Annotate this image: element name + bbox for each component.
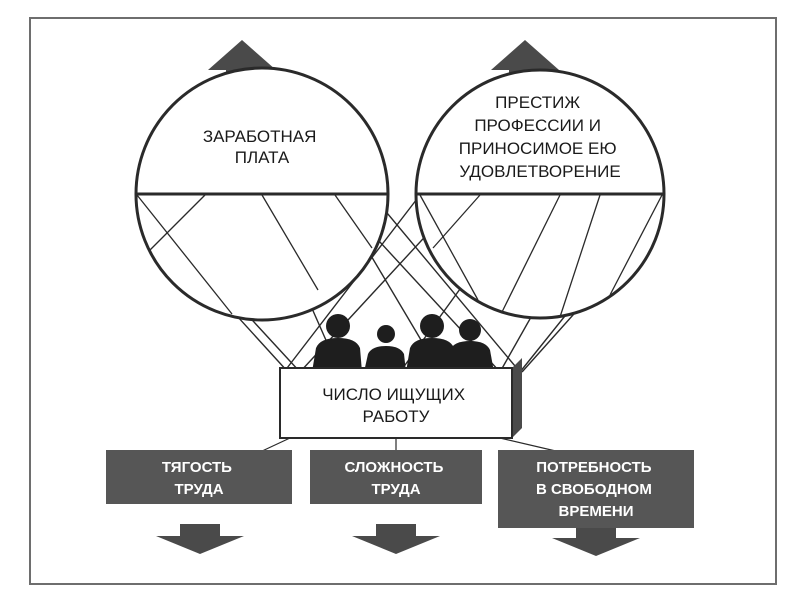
balloon-salary-label: ЗАРАБОТНАЯ ПЛАТА <box>203 127 321 167</box>
weight-free-time-label-line: ПОТРЕБНОСТЬ <box>536 459 652 476</box>
downward-arrow-middle <box>352 524 440 554</box>
balloon-salary-label-line: ПЛАТА <box>235 148 290 167</box>
weight-box-hardship <box>106 450 292 504</box>
weight-strings <box>259 437 561 453</box>
weight-complexity-label-line: СЛОЖНОСТЬ <box>344 459 443 476</box>
balloon-prestige-label-line: ПРОФЕССИИ И <box>474 116 601 135</box>
balloon-salary-label-line: ЗАРАБОТНАЯ <box>203 127 317 146</box>
weight-hardship-label-line: ТЯГОСТЬ <box>162 459 232 476</box>
weight-hardship-label: ТЯГОСТЬ ТРУДА <box>162 459 236 498</box>
weight-box-free-time <box>498 450 694 528</box>
downward-arrow-right <box>552 528 640 556</box>
basket-job-seekers <box>279 358 522 439</box>
balloon-prestige-label-line: УДОВЛЕТВОРЕНИЕ <box>459 162 620 181</box>
weight-free-time-label: ПОТРЕБНОСТЬ В СВОБОДНОМ ВРЕМЕНИ <box>536 459 656 520</box>
weight-complexity-label-line: ТРУДА <box>371 481 420 498</box>
balloon-rigging <box>136 194 663 318</box>
weight-hardship-label-line: ТРУДА <box>174 481 223 498</box>
balloon-salary <box>134 66 390 322</box>
balloon-prestige-label-line: ПРЕСТИЖ <box>495 93 580 112</box>
basket-label: ЧИСЛО ИЩУЩИХ РАБОТУ <box>322 385 470 426</box>
basket-label-line: ЧИСЛО ИЩУЩИХ <box>322 385 465 404</box>
downward-arrow-left <box>156 524 244 554</box>
balloon-prestige-label: ПРЕСТИЖ ПРОФЕССИИ И ПРИНОСИМОЕ ЕЮ УДОВЛЕ… <box>459 93 621 181</box>
weight-free-time-label-line: ВРЕМЕНИ <box>559 503 634 520</box>
basket-label-line: РАБОТУ <box>363 407 430 426</box>
diagram-frame <box>29 17 777 585</box>
balloon-prestige-label-line: ПРИНОСИМОЕ ЕЮ <box>459 139 617 158</box>
weight-free-time-label-line: В СВОБОДНОМ <box>536 481 652 498</box>
job-seekers-people-icon <box>312 314 494 372</box>
balloon-prestige <box>414 68 666 320</box>
weight-complexity-label: СЛОЖНОСТЬ ТРУДА <box>344 459 447 498</box>
weight-box-complexity <box>310 450 482 504</box>
